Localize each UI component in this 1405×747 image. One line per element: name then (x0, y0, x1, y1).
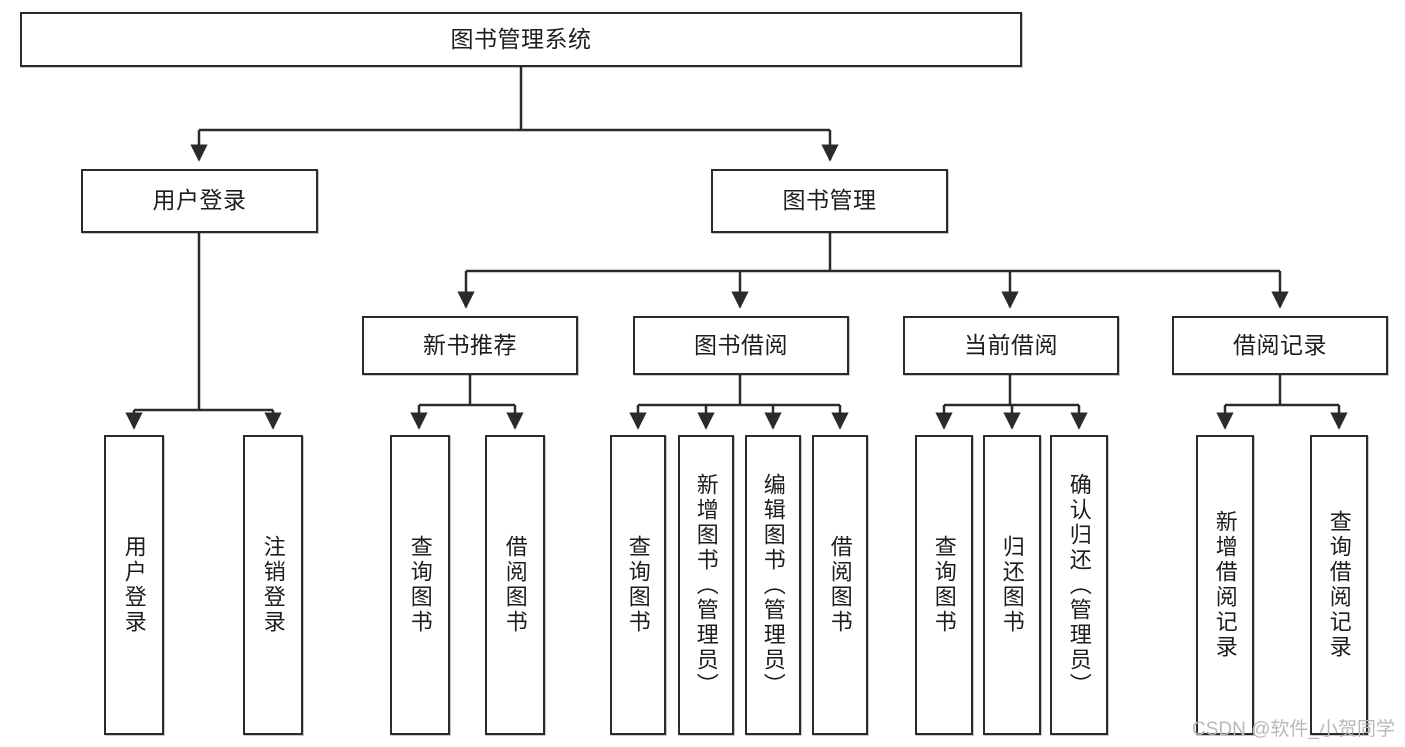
node-leaf-return-book-label: 归还图书 (999, 535, 1025, 635)
node-borrow-record-label: 借阅记录 (1233, 331, 1327, 358)
node-leaf-edit-book-label: 编辑图书（管理员） (760, 472, 786, 698)
node-leaf-user-login[interactable]: 用户登录 (104, 435, 164, 735)
node-leaf-edit-book[interactable]: 编辑图书（管理员） (745, 435, 801, 735)
node-book-manage-label: 图书管理 (782, 187, 877, 214)
node-leaf-logout-label: 注销登录 (260, 535, 286, 635)
node-leaf-query-record-label: 查询借阅记录 (1326, 510, 1352, 660)
node-new-book-recommend[interactable]: 新书推荐 (362, 316, 578, 375)
node-current-borrow-label: 当前借阅 (964, 331, 1058, 358)
node-leaf-borrow-book-2[interactable]: 借阅图书 (812, 435, 868, 735)
node-user-login[interactable]: 用户登录 (81, 169, 318, 233)
node-leaf-return-book[interactable]: 归还图书 (983, 435, 1041, 735)
node-leaf-borrow-book-1[interactable]: 借阅图书 (485, 435, 545, 735)
node-leaf-borrow-book-2-label: 借阅图书 (827, 535, 853, 635)
node-book-borrow[interactable]: 图书借阅 (633, 316, 849, 375)
node-leaf-add-book[interactable]: 新增图书（管理员） (678, 435, 734, 735)
watermark-text: CSDN @软件_小贺同学 (1192, 719, 1395, 740)
node-book-borrow-label: 图书借阅 (694, 331, 788, 358)
node-new-book-recommend-label: 新书推荐 (423, 331, 517, 358)
node-user-login-label: 用户登录 (152, 187, 247, 214)
node-leaf-query-book-2[interactable]: 查询图书 (610, 435, 666, 735)
node-leaf-confirm-return-label: 确认归还（管理员） (1066, 472, 1092, 698)
node-leaf-query-book-3-label: 查询图书 (931, 535, 957, 635)
node-leaf-query-book-1-label: 查询图书 (407, 535, 433, 635)
node-leaf-query-book-1[interactable]: 查询图书 (390, 435, 450, 735)
node-borrow-record[interactable]: 借阅记录 (1172, 316, 1388, 375)
node-leaf-query-book-3[interactable]: 查询图书 (915, 435, 973, 735)
node-root-label: 图书管理系统 (450, 25, 592, 52)
node-leaf-query-record[interactable]: 查询借阅记录 (1310, 435, 1368, 735)
node-leaf-borrow-book-1-label: 借阅图书 (502, 535, 528, 635)
node-leaf-add-book-label: 新增图书（管理员） (693, 472, 719, 698)
node-root[interactable]: 图书管理系统 (20, 12, 1022, 67)
node-leaf-logout[interactable]: 注销登录 (243, 435, 303, 735)
node-leaf-query-book-2-label: 查询图书 (625, 535, 651, 635)
node-leaf-add-record[interactable]: 新增借阅记录 (1196, 435, 1254, 735)
node-leaf-confirm-return[interactable]: 确认归还（管理员） (1050, 435, 1108, 735)
node-leaf-user-login-label: 用户登录 (121, 535, 147, 635)
node-current-borrow[interactable]: 当前借阅 (903, 316, 1119, 375)
node-leaf-add-record-label: 新增借阅记录 (1212, 510, 1238, 660)
node-book-manage[interactable]: 图书管理 (711, 169, 948, 233)
